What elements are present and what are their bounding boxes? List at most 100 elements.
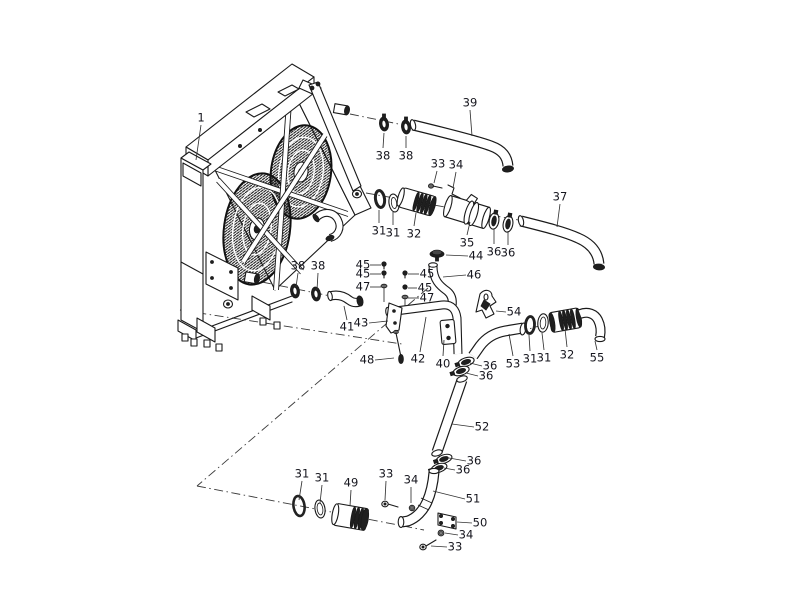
leader-line-51 [432,490,466,500]
leader-line-50 [456,521,473,524]
part-label-55: 55 [590,351,605,365]
support-arm [298,79,363,199]
elbow-55 [578,307,606,343]
part-label-52: 52 [475,420,490,434]
clamp-38d [311,286,321,302]
clamp-36d [449,365,470,377]
part-label-36: 36 [487,245,502,259]
leader-line-38 [316,272,319,291]
part-label-47: 47 [420,291,435,305]
leader-line-53 [508,333,514,357]
leader-line-36 [443,467,456,471]
bolt-33a [427,183,443,189]
fastener-stack-left [380,261,388,302]
part-label-45: 45 [356,267,371,281]
part-label-36: 36 [483,359,498,373]
leader-line-32 [413,212,417,227]
part-label-50: 50 [473,516,488,530]
ring-31c [524,315,536,335]
part-label-31: 31 [295,467,310,481]
hose-46 [428,262,457,307]
branch-pipe-group [290,249,463,364]
part-label-45: 45 [418,281,433,295]
bolt-33b [419,539,437,551]
part-label-31: 31 [372,224,387,238]
ring-31d [537,313,549,333]
part-label-45: 45 [356,258,371,272]
tube-35 [443,193,491,229]
part-label-37: 37 [553,190,568,204]
ring-31f [314,499,326,519]
ring-31a [373,189,387,209]
part-label-45: 45 [420,267,435,281]
leader-line-32 [564,328,568,348]
part-label-47: 47 [356,280,371,294]
hose-37 [517,215,605,271]
part-label-38: 38 [399,149,414,163]
leader-line-36 [448,457,467,462]
leader-line-41 [343,305,348,321]
fastener-stack-right [401,270,409,310]
leader-line-40 [442,339,445,357]
down-pipe-group [397,375,468,551]
leader-line-34 [452,171,457,189]
clamp-36b [502,212,514,233]
bolt-48 [393,329,404,364]
part-label-32: 32 [407,227,422,241]
part-label-31: 31 [537,351,552,365]
part-label-33: 33 [379,467,394,481]
part-label-1: 1 [197,111,204,125]
part-label-35: 35 [460,236,475,250]
leader-line-38 [295,272,299,288]
part-label-44: 44 [469,249,484,263]
part-label-49: 49 [344,476,359,490]
bracket-50 [437,512,457,530]
leader-line-54 [495,310,507,313]
part-label-34: 34 [459,528,474,542]
pipe-53 [468,322,527,360]
mid-hose-group [373,183,605,271]
clamp-38c [290,283,300,299]
clamp-36e [432,453,453,465]
part-label-53: 53 [506,357,521,371]
leader-line-31 [319,484,323,504]
cap-44 [429,249,445,262]
leader-line-37 [556,203,561,228]
bellows-32a [396,187,437,217]
leader-line-42 [419,316,427,353]
leader-line-46 [442,274,467,278]
part-label-33: 33 [448,540,463,554]
radiator-stub-hose [312,209,344,242]
part-label-34: 34 [449,158,464,172]
leader-line-33 [384,480,387,501]
leader-line-52 [451,423,475,428]
washer-34c [408,504,416,512]
part-label-38: 38 [376,149,391,163]
part-label-54: 54 [507,305,522,319]
leader-line-31 [541,332,545,351]
part-label-34: 34 [404,473,419,487]
top-outlet-stub [332,103,350,116]
leader-line-34 [444,532,459,536]
leader-line-36 [465,372,479,377]
part-label-48: 48 [360,353,375,367]
upper-hose-group [379,113,514,173]
bottom-chain-group [292,494,416,531]
washer-34b [437,529,445,537]
part-label-41: 41 [340,320,355,334]
leader-line-48 [374,357,395,361]
part-label-43: 43 [354,316,369,330]
ring-31e [292,494,306,518]
leader-line-44 [445,254,469,257]
part-label-46: 46 [467,268,482,282]
left-column [180,151,239,333]
leader-line-33 [430,545,448,548]
part-label-39: 39 [463,96,478,110]
leader-line-1 [195,124,202,161]
leader-line-33 [433,170,438,184]
leader-line-31 [528,334,531,352]
part-label-51: 51 [466,492,481,506]
